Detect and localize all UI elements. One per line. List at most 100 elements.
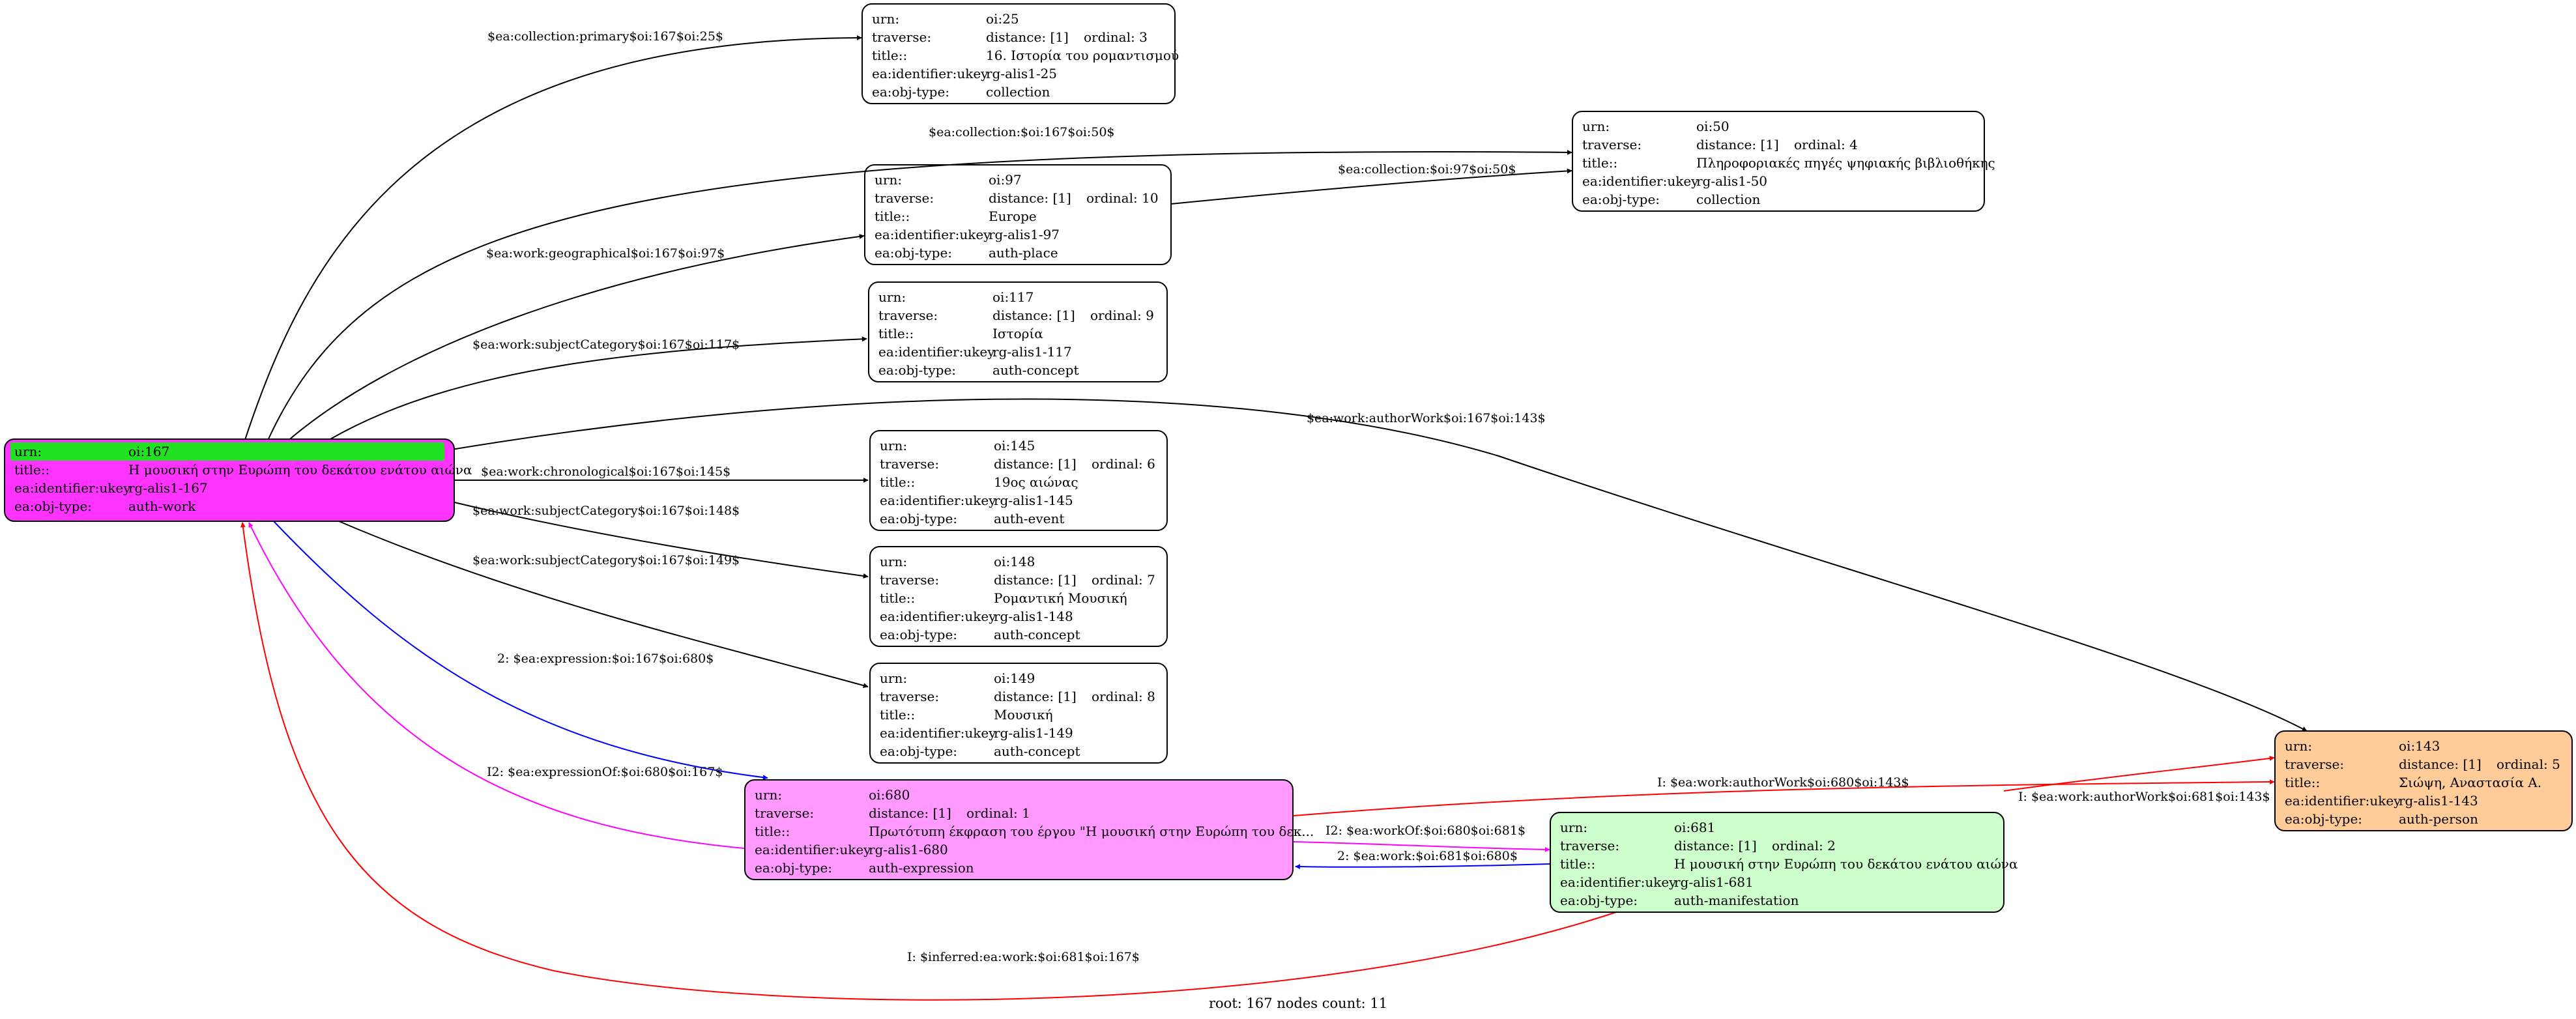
node-type-key: ea:obj-type: [1560, 893, 1638, 908]
edge-681-143 [2003, 755, 2275, 792]
graph-footer: root: 167 nodes count: 11 [1209, 996, 1388, 1011]
edge-167-117 [325, 336, 867, 442]
node-title-key: title:: [880, 474, 916, 490]
edge-label-680-143: I: $ea:work:authorWork$oi:680$oi:143$ [1657, 775, 1909, 790]
edge-680-681 [1293, 841, 1550, 852]
node-traverse-key: traverse: [755, 805, 815, 821]
edge-label-681-680: 2: $ea:work:$oi:681$oi:680$ [1337, 849, 1518, 863]
node-title-row: title::Ιστορία [878, 324, 1166, 343]
node-type-value: auth-event [994, 511, 1065, 526]
root-node-167[interactable]: urn: oi:167 title:: Η μουσική στην Ευρώπ… [4, 438, 472, 522]
node-title-value: Η μουσική στην Ευρώπη του δεκάτου ενάτου… [1674, 856, 2018, 872]
node-ukey-key: ea:identifier:ukey [1582, 173, 1699, 189]
node-ukey-value: rg-alis1-149 [994, 725, 1073, 741]
node-type-row: ea:obj-type:auth-person [2285, 810, 2571, 828]
node-type-key: ea:obj-type: [1582, 192, 1660, 207]
node-urn-key: urn: [880, 670, 908, 686]
root-ukey-value: rg-alis1-167 [128, 480, 208, 496]
node-urn-row: urn:oi:50 [1582, 117, 1984, 136]
node-title-row: title::19ος αιώνας [880, 473, 1166, 491]
node-title-key: title:: [880, 707, 916, 723]
node-traverse-value: distance: [1]ordinal: 3 [986, 28, 1148, 46]
node-traverse-row: traverse:distance: [1]ordinal: 9 [878, 306, 1166, 324]
node-urn-value: oi:148 [994, 554, 1035, 569]
edge-680-167 [248, 522, 745, 849]
root-urn-row: urn: oi:167 [10, 442, 444, 461]
node-title-key: title:: [880, 590, 916, 606]
node-traverse-value: distance: [1]ordinal: 2 [1674, 837, 1836, 855]
node-traverse-key: traverse: [2285, 756, 2345, 772]
node-ukey-value: rg-alis1-97 [989, 227, 1060, 242]
edge-label-680-681: I2: $ea:workOf:$oi:680$oi:681$ [1325, 824, 1526, 838]
root-type-row: ea:obj-type: auth-work [14, 497, 454, 515]
node-ordinal: ordinal: 7 [1092, 572, 1155, 588]
node-distance: distance: [1] [994, 689, 1077, 704]
node-ukey-value: rg-alis1-680 [869, 842, 948, 857]
node-ukey-key: ea:identifier:ukey [880, 493, 996, 508]
node-urn-key: urn: [755, 787, 783, 803]
edge-label-167-50: $ea:collection:$oi:167$oi:50$ [929, 125, 1115, 139]
node-type-value: auth-person [2399, 811, 2478, 827]
root-ukey-row: ea:identifier:ukey rg-alis1-167 [14, 479, 454, 497]
edge-167-97 [286, 234, 865, 442]
node-title-value: 16. Ιστορία του ρομαντισμού [986, 48, 1179, 63]
node-ordinal: ordinal: 3 [1084, 29, 1148, 45]
node-urn-row: urn:oi:148 [880, 553, 1166, 571]
node-distance: distance: [1] [1696, 137, 1779, 152]
node-urn-row: urn:oi:97 [875, 171, 1170, 189]
node-urn-value: oi:143 [2399, 738, 2440, 754]
node-ordinal: ordinal: 5 [2496, 756, 2560, 772]
node-traverse-value: distance: [1] ordinal: 8 [994, 687, 1155, 706]
root-title-key: title:: [14, 462, 50, 478]
edge-681-680 [1295, 863, 1550, 870]
node-type-value: collection [986, 84, 1050, 100]
node-type-key: ea:obj-type: [878, 362, 957, 378]
node-traverse-row: traverse:distance: [1]ordinal: 6 [880, 455, 1166, 473]
node-title-key: title:: [878, 326, 914, 341]
edge-167-143 [451, 398, 2308, 732]
node-type-key: ea:obj-type: [875, 245, 953, 261]
node-type-value: auth-concept [994, 627, 1080, 642]
root-ukey-key: ea:identifier:ukey [14, 480, 131, 496]
edge-label-97-50: $ea:collection:$oi:97$oi:50$ [1338, 162, 1516, 177]
node-traverse-value: distance: [1]ordinal: 9 [992, 306, 1154, 324]
root-type-value: auth-work [128, 498, 196, 514]
node-ordinal: ordinal: 2 [1772, 838, 1836, 854]
node-urn-value: oi:681 [1674, 820, 1716, 835]
node-traverse-row: traverse:distance: [1]ordinal: 4 [1582, 136, 1984, 154]
node-traverse-key: traverse: [872, 29, 932, 45]
edge-label-167-148: $ea:work:subjectCategory$oi:167$oi:148$ [472, 504, 740, 518]
node-type-row: ea:obj-type:auth-concept [878, 361, 1166, 379]
node-traverse-value: distance: [1]ordinal: 5 [2399, 755, 2560, 773]
node-urn-row: urn:oi:145 [880, 437, 1166, 455]
node-distance: distance: [1] [989, 190, 1071, 206]
edge-167-50 [267, 149, 1572, 442]
node-title-value: 19ος αιώνας [994, 474, 1078, 490]
node-ordinal: ordinal: 8 [1092, 689, 1155, 704]
edge-167-680 [273, 521, 768, 781]
node-type-row: ea:obj-type:auth-concept [880, 742, 1166, 760]
node-title-row: title::Πληροφοριακές πηγές ψηφιακής βιβλ… [1582, 154, 1995, 172]
node-title-row: title::Europe [875, 207, 1170, 225]
node-title-value: Πρωτότυπη έκφραση του έργου "Η μουσική σ… [869, 824, 1314, 839]
node-title-key: title:: [1560, 856, 1596, 872]
node-urn-row: urn:oi:681 [1560, 818, 2003, 837]
node-ukey-key: ea:identifier:ukey [878, 344, 995, 360]
edge-label-680-167: I2: $ea:expressionOf:$oi:680$oi:167$ [487, 765, 723, 779]
node-urn-value: oi:50 [1696, 119, 1729, 134]
node-traverse-value: distance: [1]ordinal: 7 [994, 571, 1155, 589]
